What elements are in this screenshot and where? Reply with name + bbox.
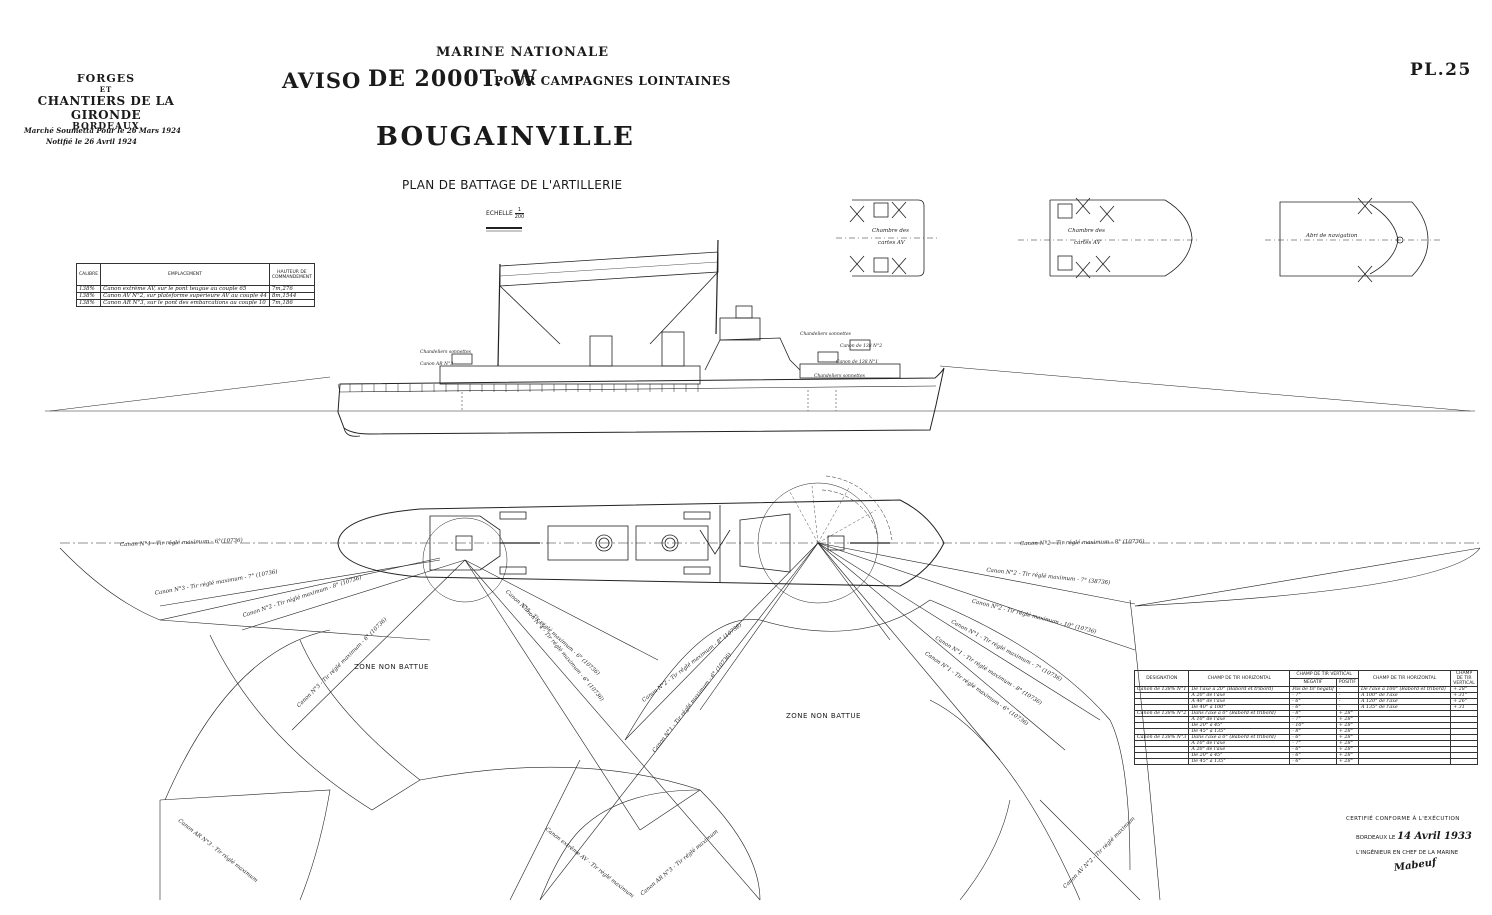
zone-non-battue-left: ZONE NON BATTUE bbox=[354, 663, 429, 671]
plan1-label1: Chambre des bbox=[872, 228, 909, 234]
ship-profile bbox=[45, 239, 1475, 437]
deck-plan-1 bbox=[836, 199, 940, 277]
builder-line3: CHANTIERS DE LA GIRONDE bbox=[37, 94, 175, 122]
builder-block: FORGES ET CHANTIERS DE LA GIRONDE BORDEA… bbox=[20, 72, 192, 132]
table-cell: Canon de 138% N°3 bbox=[1133, 734, 1190, 741]
fire-field-table: DESIGNATION CHAMP DE TIR HORIZONTAL CHAM… bbox=[1133, 670, 1478, 765]
zone-non-battue-right: ZONE NON BATTUE bbox=[786, 712, 861, 720]
table-row: 138% Canon AV N°2, sur plateforme supéri… bbox=[75, 292, 315, 300]
certification-place: BORDEAUX LE 14 Avril 1933 bbox=[1356, 831, 1472, 842]
table-cell: De 45° à 135° bbox=[1188, 758, 1291, 765]
scale-indicator: ECHELLE 1 200 bbox=[486, 207, 525, 220]
scale-numerator: 1 bbox=[514, 207, 525, 214]
builder-line2: ET bbox=[99, 85, 113, 94]
aviso-label: AVISO bbox=[282, 68, 362, 93]
profile-label-e: Canon de 138 N°1 bbox=[836, 360, 879, 365]
gun-table-header-hauteur: HAUTEUR DE COMMANDEMENT bbox=[268, 263, 315, 286]
table-cell: Dans l'axe à 0° (Bâbord et tribord) bbox=[1188, 734, 1291, 741]
fire-sector-lines bbox=[59, 542, 1481, 901]
certification-line3: L'INGÉNIEUR EN CHEF DE LA MARINE bbox=[1356, 850, 1459, 856]
scale-label: ECHELLE bbox=[486, 210, 513, 217]
profile-label-b: Canon AR N°3 bbox=[420, 362, 454, 367]
plan3-label: Abri de navigation bbox=[1306, 233, 1358, 239]
builder-line1: FORGES bbox=[76, 72, 136, 85]
gun-table-header-emplacement: EMPLACEMENT bbox=[100, 263, 270, 286]
table-cell bbox=[1357, 758, 1452, 765]
table-cell: De l'axe à 100° (Bâbord et tribord) bbox=[1357, 686, 1452, 693]
gun-location-table: CALIBRE EMPLACEMENT HAUTEUR DE COMMANDEM… bbox=[75, 263, 315, 307]
table-cell: - 6° bbox=[1289, 758, 1337, 765]
builder-note2: Notifié le 26 Avril 1924 bbox=[46, 137, 137, 146]
marine-nationale: MARINE NATIONALE bbox=[436, 45, 610, 60]
table-cell: Dans l'axe à 0° (Bâbord et tribord) bbox=[1188, 710, 1291, 717]
campagnes-label: POUR CAMPAGNES LOINTAINES bbox=[494, 74, 731, 88]
certification-line1: CERTIFIÉ CONFORME À L'EXÉCUTION bbox=[1346, 816, 1460, 822]
table-cell: Pas de tir négatif bbox=[1289, 686, 1337, 693]
table-cell: Canon de 138% N°1 bbox=[1133, 686, 1190, 693]
plan2-label2: cartes AV bbox=[1074, 240, 1101, 246]
certification-date: 14 Avril 1933 bbox=[1397, 831, 1472, 842]
table-cell bbox=[1450, 758, 1478, 765]
profile-label-c: Chandeliers sonnettes bbox=[800, 332, 851, 337]
plan1-label2: cartes AV bbox=[878, 240, 905, 246]
table-cell bbox=[1133, 758, 1190, 765]
deck-plan-3 bbox=[1265, 197, 1440, 283]
gun-table-header-calibre: CALIBRE bbox=[75, 263, 102, 286]
profile-label-a: Chandeliers sonnettes bbox=[420, 350, 471, 355]
ship-name: BOUGAINVILLE bbox=[376, 122, 635, 152]
builder-note1: Marché Soumettà Pour le 26 Mars 1924 bbox=[24, 126, 181, 135]
table-cell: + 28° bbox=[1335, 758, 1359, 765]
table-row: 138% Canon extrême AV, sur le pont teugu… bbox=[75, 285, 315, 293]
scale-denominator: 200 bbox=[514, 214, 525, 220]
tonnage-label: DE 2000T. W bbox=[368, 66, 538, 92]
plan-subtitle: PLAN DE BATTAGE DE L'ARTILLERIE bbox=[402, 178, 623, 192]
table-cell: Canon de 138% N°2 bbox=[1133, 710, 1190, 717]
plan2-label1: Chambre des bbox=[1068, 228, 1105, 234]
plate-number: PL.25 bbox=[1410, 60, 1472, 80]
builder-line4: BORDEAUX bbox=[72, 122, 140, 132]
table-row: 138% Canon AR N°3, sur le pont des embar… bbox=[75, 299, 315, 307]
table-row: De 45° à 135°- 6°+ 28° bbox=[1133, 758, 1478, 765]
profile-label-d: Canon de 138 N°2 bbox=[840, 344, 883, 349]
certification-prefix: BORDEAUX LE bbox=[1356, 835, 1396, 841]
deck-plan-2 bbox=[1018, 197, 1200, 279]
profile-label-f: Chandeliers sonnettes bbox=[814, 374, 865, 379]
